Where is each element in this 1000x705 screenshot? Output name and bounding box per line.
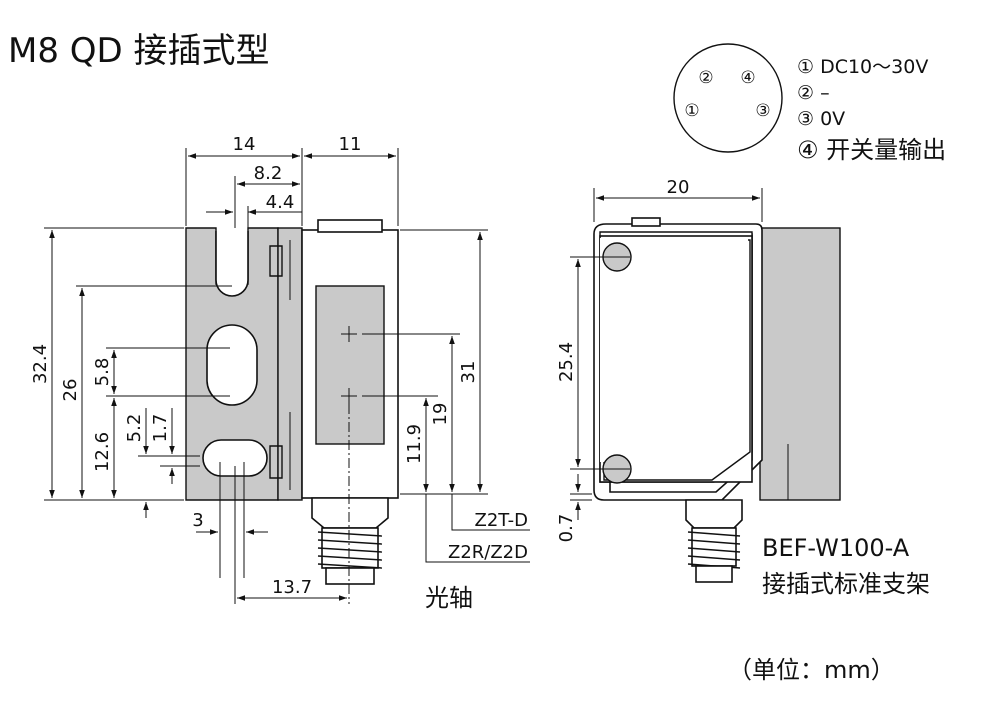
- connector-thread: [317, 527, 383, 585]
- pin-legend-3: ③ 0V: [797, 108, 845, 130]
- pin-2-label: ②: [698, 68, 713, 88]
- side-view: 20 25.4 0.7 BEF-W100-A 接插式标准支架: [556, 177, 930, 598]
- bracket-top-slot: [215, 231, 249, 297]
- flange-notch-top: [269, 245, 283, 277]
- side-connector-neck: [685, 499, 743, 529]
- pin-3-label: ③: [755, 101, 770, 121]
- connector-pinout: ② ④ ① ③: [673, 43, 783, 153]
- pin-legend: ① DC10～30V ② – ③ 0V ④ 开关量输出: [797, 56, 946, 164]
- connector-neck: [311, 497, 389, 529]
- dim-20: 20: [667, 177, 690, 198]
- dim-4-4: 4.4: [266, 192, 295, 213]
- pin-legend-4: ④ 开关量输出: [797, 136, 946, 164]
- dim-13-7: 13.7: [272, 577, 312, 598]
- pin-legend-1: ① DC10～30V: [797, 56, 928, 78]
- dim-26: 26: [60, 379, 81, 402]
- pin-4-label: ④: [740, 68, 755, 88]
- dim-31: 31: [458, 361, 479, 384]
- unit-note: （单位：mm）: [728, 656, 895, 684]
- dim-5-2: 5.2: [124, 414, 145, 443]
- dim-11-9: 11.9: [404, 424, 425, 464]
- label-z2r-z2d: Z2R/Z2D: [448, 542, 528, 563]
- dim-5-8: 5.8: [92, 358, 113, 387]
- front-view: 14 11 8.2 4.4 32.4 26 5.8 12.6 5.2 1.7: [30, 134, 530, 612]
- dim-14: 14: [233, 134, 256, 155]
- dim-32-4: 32.4: [30, 344, 51, 384]
- side-bracket-plate: [759, 227, 841, 501]
- sensor-top-indicator: [317, 219, 383, 233]
- side-top-tab: [631, 217, 661, 227]
- label-bracket-model: BEF-W100-A: [762, 534, 910, 562]
- dim-19: 19: [430, 403, 451, 426]
- pin-1-label: ①: [684, 101, 699, 121]
- dim-12-6: 12.6: [92, 432, 113, 472]
- dim-25-4: 25.4: [556, 342, 577, 382]
- pin-legend-2: ② –: [797, 82, 830, 104]
- connector-outline: [673, 43, 783, 153]
- sensor-lens-window: [315, 285, 385, 445]
- label-z2t-d: Z2T-D: [475, 510, 528, 531]
- dim-1-7: 1.7: [150, 414, 171, 443]
- dim-3: 3: [192, 510, 203, 531]
- label-optical-axis: 光轴: [425, 584, 473, 612]
- dim-11: 11: [339, 134, 362, 155]
- dim-0-7: 0.7: [556, 514, 577, 543]
- bracket-long-slot: [206, 324, 258, 406]
- label-bracket-desc: 接插式标准支架: [762, 570, 930, 598]
- side-connector-thread: [687, 527, 741, 583]
- page-title: M8 QD 接插式型: [8, 31, 270, 71]
- dim-8-2: 8.2: [254, 163, 283, 184]
- flange-notch-bottom: [269, 445, 283, 479]
